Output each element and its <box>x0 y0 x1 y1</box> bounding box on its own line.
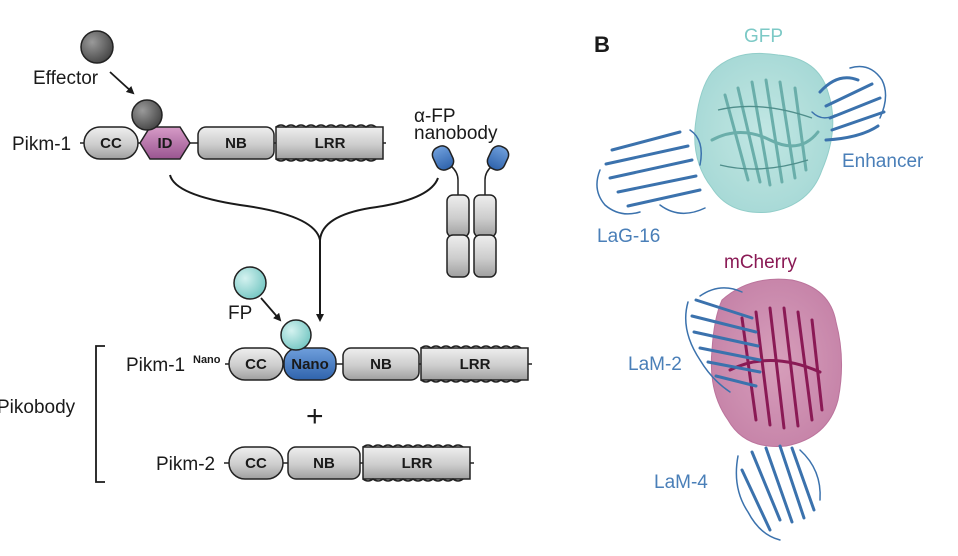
pikm1-cc-label: CC <box>100 135 122 152</box>
pikm1nano-nano-domain <box>283 347 337 381</box>
pikm1-cc-domain <box>83 126 139 160</box>
enhancer-label: Enhancer <box>842 151 924 172</box>
merge-line-right <box>319 177 439 241</box>
pikm1-id-domain <box>139 126 191 160</box>
pikm1nano-lrr-label: LRR <box>460 356 491 373</box>
bound-effector-ball <box>131 99 163 131</box>
bound-fp-ball <box>280 319 312 351</box>
panel-b-letter: B <box>594 32 610 57</box>
effector-arrow <box>109 71 135 95</box>
pikm1nano-cc-domain <box>228 347 284 381</box>
nanobody-graphic <box>431 145 510 278</box>
panel-a: Effector Pikm-1 CC ID NB LRR α-FP nanobo… <box>0 30 532 483</box>
pikm1nano-lrr-wave <box>420 345 522 383</box>
lag16-structure <box>596 129 706 215</box>
pikm2-lrr-label: LRR <box>402 455 433 472</box>
pikm2-label: Pikm-2 <box>156 454 215 475</box>
effector-ball <box>80 30 114 64</box>
fp-ball <box>233 266 267 300</box>
fp-arrow <box>260 297 282 322</box>
pikm1-lrr-label: LRR <box>315 135 346 152</box>
pikm1-lrr-wave <box>275 124 377 162</box>
pikobody-bracket <box>95 345 105 483</box>
pikm1-label: Pikm-1 <box>12 134 71 155</box>
pikm1nano-label: Pikm-1 <box>126 355 185 376</box>
pikm1-nb-label: NB <box>225 135 247 152</box>
lam4-structure <box>735 444 821 541</box>
pikm2-lrr-wave <box>362 444 464 482</box>
nanobody-label-line1: α-FP <box>414 106 456 127</box>
gfp-structure <box>694 52 834 213</box>
nanobody-label-line2: nanobody <box>414 123 498 144</box>
pikm1-nb-domain <box>197 126 275 160</box>
pikobody-label: Pikobody <box>0 397 76 418</box>
merge-line-left <box>169 174 321 241</box>
pikm1nano-nb-label: NB <box>370 356 392 373</box>
pikm2-lrr-domain <box>362 446 471 480</box>
lam2-structure <box>685 287 762 393</box>
lam2-label: LaM-2 <box>628 354 682 375</box>
fp-label: FP <box>228 303 252 324</box>
mcherry-label: mCherry <box>724 252 797 273</box>
pikm1-lrr-domain <box>275 126 384 160</box>
gfp-label: GFP <box>744 26 783 47</box>
lag16-label: LaG-16 <box>597 226 660 247</box>
pikm1nano-lrr-domain <box>420 347 529 381</box>
pikm2-nb-domain <box>287 446 361 480</box>
mcherry-structure <box>710 278 843 447</box>
lam4-label: LaM-4 <box>654 472 708 493</box>
plus-sign: + <box>306 400 324 433</box>
pikm1nano-nano-label: Nano <box>291 356 329 373</box>
panel-b: B GFP Enhancer LaG-16 <box>594 26 924 541</box>
effector-label: Effector <box>33 68 99 89</box>
pikm2-cc-label: CC <box>245 455 267 472</box>
pikm1nano-cc-label: CC <box>245 356 267 373</box>
pikm1nano-nb-domain <box>342 347 420 381</box>
pikm1nano-superscript: Nano <box>193 354 221 366</box>
pikm1-id-label: ID <box>158 135 173 152</box>
enhancer-structure <box>811 65 887 142</box>
pikm2-nb-label: NB <box>313 455 335 472</box>
pikm2-cc-domain <box>228 446 284 480</box>
